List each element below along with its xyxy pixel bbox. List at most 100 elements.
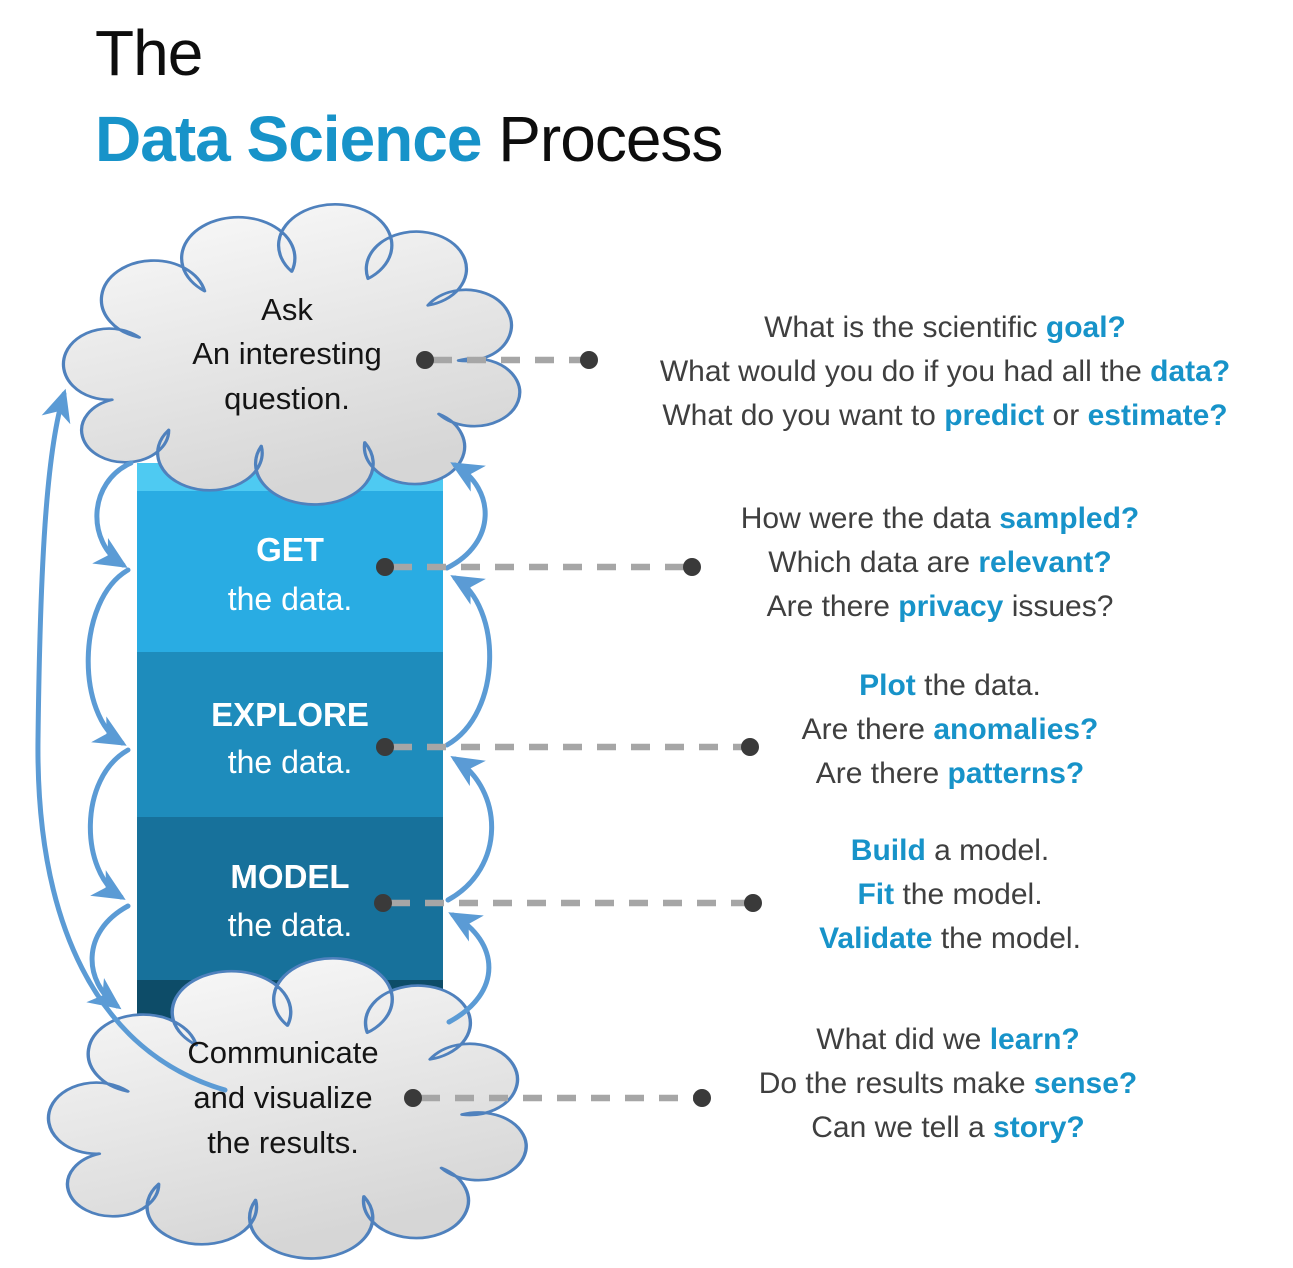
cloud-ask bbox=[61, 203, 522, 506]
text-segment: the data. bbox=[915, 669, 1041, 702]
annotation-line: How were the data sampled? bbox=[590, 497, 1290, 541]
annotation-line: What would you do if you had all the dat… bbox=[595, 350, 1293, 394]
left-arc-model-communicate bbox=[86, 903, 131, 1010]
feedback-loop-arrow bbox=[35, 388, 228, 1093]
text-segment: What do you want to bbox=[662, 399, 945, 432]
highlight-text: estimate? bbox=[1087, 399, 1228, 432]
connector-dot bbox=[404, 1089, 422, 1107]
cloud-ask-line-3: question. bbox=[224, 381, 350, 416]
connector-dot bbox=[683, 558, 701, 576]
annotation-block-communicate: What did we learn?Do the results make se… bbox=[598, 1018, 1293, 1150]
text-segment: What did we bbox=[816, 1023, 990, 1056]
right-arc-explore-get bbox=[444, 575, 493, 748]
text-segment: Can we tell a bbox=[811, 1111, 994, 1144]
annotation-block-explore: Plot the data.Are there anomalies?Are th… bbox=[600, 664, 1293, 796]
text-segment: Are there bbox=[801, 713, 934, 746]
connector-dot bbox=[374, 894, 392, 912]
highlight-text: anomalies? bbox=[933, 713, 1099, 746]
annotation-line: Are there anomalies? bbox=[600, 708, 1293, 752]
annotation-line: Are there privacy issues? bbox=[590, 585, 1290, 629]
cloud-ask-line-1: Ask bbox=[261, 292, 313, 327]
connector-dot bbox=[416, 351, 434, 369]
cloud-communicate-line-2: and visualize bbox=[193, 1080, 372, 1115]
loop-arrows bbox=[35, 388, 495, 1093]
highlight-text: predict bbox=[944, 399, 1045, 432]
text-segment: Do the results make bbox=[758, 1067, 1034, 1100]
annotation-line: What is the scientific goal? bbox=[595, 306, 1293, 350]
box-explore-sublabel: the data. bbox=[228, 744, 353, 780]
box-model-label: MODEL bbox=[230, 858, 349, 895]
connector-dot bbox=[744, 894, 762, 912]
right-arc-model-explore bbox=[445, 756, 495, 903]
connector-dot bbox=[741, 738, 759, 756]
annotation-line: Can we tell a story? bbox=[598, 1106, 1293, 1150]
box-labels: GET the data. EXPLORE the data. MODEL th… bbox=[211, 531, 369, 943]
text-segment: How were the data bbox=[740, 502, 1000, 535]
title-line-2: Data Science Process bbox=[95, 96, 723, 182]
text-segment: issues? bbox=[1003, 590, 1114, 623]
connector-dots bbox=[374, 351, 762, 1107]
text-segment: the model. bbox=[894, 878, 1043, 911]
annotation-line: Are there patterns? bbox=[600, 752, 1293, 796]
right-arc-get-ask bbox=[444, 462, 488, 571]
annotation-line: What did we learn? bbox=[598, 1018, 1293, 1062]
box-explore-label: EXPLORE bbox=[211, 696, 369, 733]
annotation-line: Validate the model. bbox=[600, 917, 1293, 961]
highlight-text: story? bbox=[993, 1111, 1085, 1144]
annotation-line: What do you want to predict or estimate? bbox=[595, 394, 1293, 438]
annotation-line: Fit the model. bbox=[600, 873, 1293, 917]
connector-dot bbox=[376, 738, 394, 756]
left-arc-get-explore bbox=[85, 567, 131, 746]
box-model bbox=[137, 817, 443, 980]
title-highlight: Data Science bbox=[95, 103, 482, 175]
connector-dot bbox=[376, 558, 394, 576]
annotation-block-ask: What is the scientific goal?What would y… bbox=[595, 306, 1293, 438]
connectors bbox=[391, 356, 745, 1102]
annotation-block-model: Build a model.Fit the model.Validate the… bbox=[600, 829, 1293, 961]
highlight-text: Build bbox=[850, 834, 926, 867]
highlight-text: Validate bbox=[819, 922, 933, 955]
title-line-1: The bbox=[95, 10, 722, 96]
highlight-text: sense? bbox=[1033, 1067, 1138, 1100]
highlight-text: learn? bbox=[989, 1023, 1080, 1056]
text-segment: What would you do if you had all the bbox=[659, 355, 1151, 388]
cloud-ask-line-2: An interesting bbox=[192, 336, 382, 371]
box-get-label: GET bbox=[256, 531, 324, 568]
highlight-text: patterns? bbox=[947, 757, 1085, 790]
title-rest: Process bbox=[481, 103, 723, 175]
highlight-text: Fit bbox=[857, 878, 895, 911]
text-segment: or bbox=[1044, 399, 1088, 432]
box-model-sublabel: the data. bbox=[228, 907, 353, 943]
box-get-sublabel: the data. bbox=[228, 581, 353, 617]
annotation-line: Plot the data. bbox=[600, 664, 1293, 708]
cloud-communicate bbox=[46, 957, 528, 1260]
annotation-line: Do the results make sense? bbox=[598, 1062, 1293, 1106]
highlight-text: Plot bbox=[859, 669, 916, 702]
highlight-text: relevant? bbox=[978, 546, 1112, 579]
box-explore bbox=[137, 652, 443, 817]
text-segment: Are there bbox=[815, 757, 948, 790]
annotation-line: Build a model. bbox=[600, 829, 1293, 873]
page-title: The Data Science Process bbox=[95, 10, 723, 182]
right-arc-communicate-model bbox=[446, 912, 492, 1025]
left-arc-explore-model bbox=[87, 747, 131, 900]
text-segment: the model. bbox=[932, 922, 1081, 955]
annotation-line: Which data are relevant? bbox=[590, 541, 1290, 585]
text-segment: a model. bbox=[925, 834, 1050, 867]
annotation-block-get: How were the data sampled?Which data are… bbox=[590, 497, 1290, 629]
connector-dot bbox=[580, 351, 598, 369]
left-arc-ask-get bbox=[92, 460, 134, 568]
connector-dot bbox=[693, 1089, 711, 1107]
cloud-communicate-line-1: Communicate bbox=[187, 1035, 378, 1070]
highlight-text: data? bbox=[1150, 355, 1231, 388]
cloud-labels: Ask An interesting question. Communicate… bbox=[187, 292, 381, 1160]
clouds bbox=[46, 203, 528, 1260]
highlight-text: goal? bbox=[1045, 311, 1126, 344]
text-segment: What is the scientific bbox=[764, 311, 1046, 344]
text-segment: Are there bbox=[766, 590, 899, 623]
title-pre: The bbox=[95, 17, 203, 89]
highlight-text: sampled? bbox=[999, 502, 1140, 535]
cloud-communicate-line-3: the results. bbox=[207, 1125, 359, 1160]
